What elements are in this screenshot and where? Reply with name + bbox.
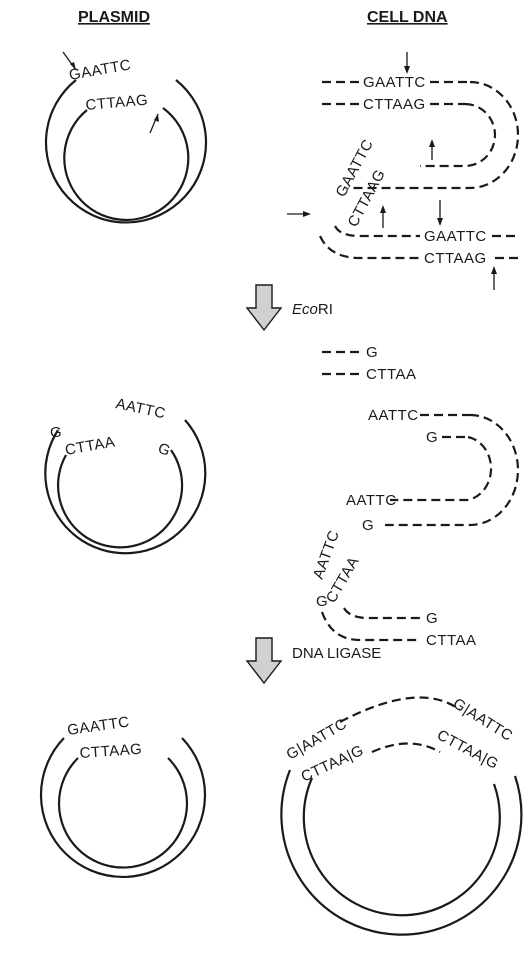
ecori-step: EcoRI — [245, 284, 333, 332]
dna-strand — [343, 607, 420, 620]
cell-cut-g2: G — [426, 429, 438, 446]
recombinant-inner — [302, 777, 501, 917]
recombinant-insert-outer — [339, 696, 461, 723]
plasmid-religated-outer — [39, 737, 207, 878]
arrowhead-icon — [491, 266, 497, 274]
cell-cut-aattc1: AATTC — [368, 407, 419, 424]
arrowhead-icon — [303, 211, 311, 217]
cell-cut-g5: G — [426, 610, 438, 627]
cell-cut-cttaa2: CTTAA — [426, 632, 477, 649]
ligase-step: DNA LIGASE — [245, 637, 381, 685]
plasmid-religated-inner — [57, 757, 189, 869]
plasmid-cut: G CTTAA AATTC G — [44, 395, 207, 555]
arrowhead-icon — [380, 205, 386, 213]
cell-dna-header: CELL DNA — [367, 9, 448, 26]
plasmid-cut-cttaa: CTTAA — [64, 433, 117, 459]
plasmid-bottom-sequence: CTTAAG — [85, 92, 149, 114]
cell-dna-cut: G CTTAA AATTC G AATTC G AATTC CTTAA G G … — [310, 344, 520, 649]
recombinant-insert-inner — [371, 742, 441, 754]
cell-cut-g4: G — [316, 593, 328, 610]
arrowhead-icon — [70, 62, 76, 70]
arrowhead-icon — [154, 114, 159, 122]
dna-loop-cut-inner — [390, 435, 493, 502]
cell-site1-bottom: CTTAAG — [363, 96, 426, 113]
plasmid-inner-strand — [63, 107, 190, 222]
cell-site1-top: GAATTC — [363, 74, 426, 91]
dna-strand — [334, 225, 420, 238]
arrowhead-icon — [437, 218, 443, 226]
plasmid-cut-inner — [56, 449, 184, 549]
ligase-label: DNA LIGASE — [292, 645, 381, 662]
plasmid-header: PLASMID — [78, 9, 150, 26]
ecori-label: EcoRI — [292, 301, 333, 318]
arrowhead-icon — [429, 139, 435, 147]
dna-loop-outer — [348, 80, 520, 190]
cell-site3-top: GAATTC — [424, 228, 487, 245]
plasmid-uncut: GAATTC CTTAAG — [44, 51, 208, 224]
plasmid-cut-outer — [44, 419, 207, 555]
dna-loop-inner — [420, 102, 497, 168]
down-arrow-icon — [245, 284, 283, 332]
ecori-label-roman: RI — [318, 301, 333, 318]
cell-cut-g3: G — [362, 517, 374, 534]
cell-site3-bottom: CTTAAG — [424, 250, 487, 267]
plasmid-religated: GAATTC CTTAAG — [39, 713, 207, 878]
plasmid-cut-g-left: G — [50, 424, 62, 441]
recombinant-outer — [280, 769, 523, 936]
cell-cut-cttaa1: CTTAA — [366, 366, 417, 383]
down-arrow-icon — [245, 637, 283, 685]
cell-dna-uncut: GAATTC CTTAAG GAATTC CTTAAG GAATTC CTTAA… — [287, 52, 520, 290]
cell-cut-aattc2: AATTC — [346, 492, 397, 509]
dna-strand — [320, 611, 420, 642]
recombinant-plasmid: G|AATTC CTTAA|G G|AATTC CTTAA|G — [280, 695, 523, 936]
dna-strand — [318, 235, 420, 260]
plasmid-top-sequence: GAATTC — [68, 56, 133, 84]
plasmid-religated-top: GAATTC — [66, 713, 130, 739]
plasmid-religated-bottom: CTTAAG — [79, 741, 143, 762]
plasmid-cut-g-right: G — [156, 440, 173, 460]
cell-cut-g1: G — [366, 344, 378, 361]
arrowhead-icon — [404, 66, 410, 74]
plasmid-outer-strand — [44, 79, 208, 224]
ecori-label-italic: Eco — [292, 301, 318, 318]
plasmid-cut-aattc: AATTC — [114, 395, 167, 422]
dna-loop-cut-outer — [385, 413, 520, 527]
